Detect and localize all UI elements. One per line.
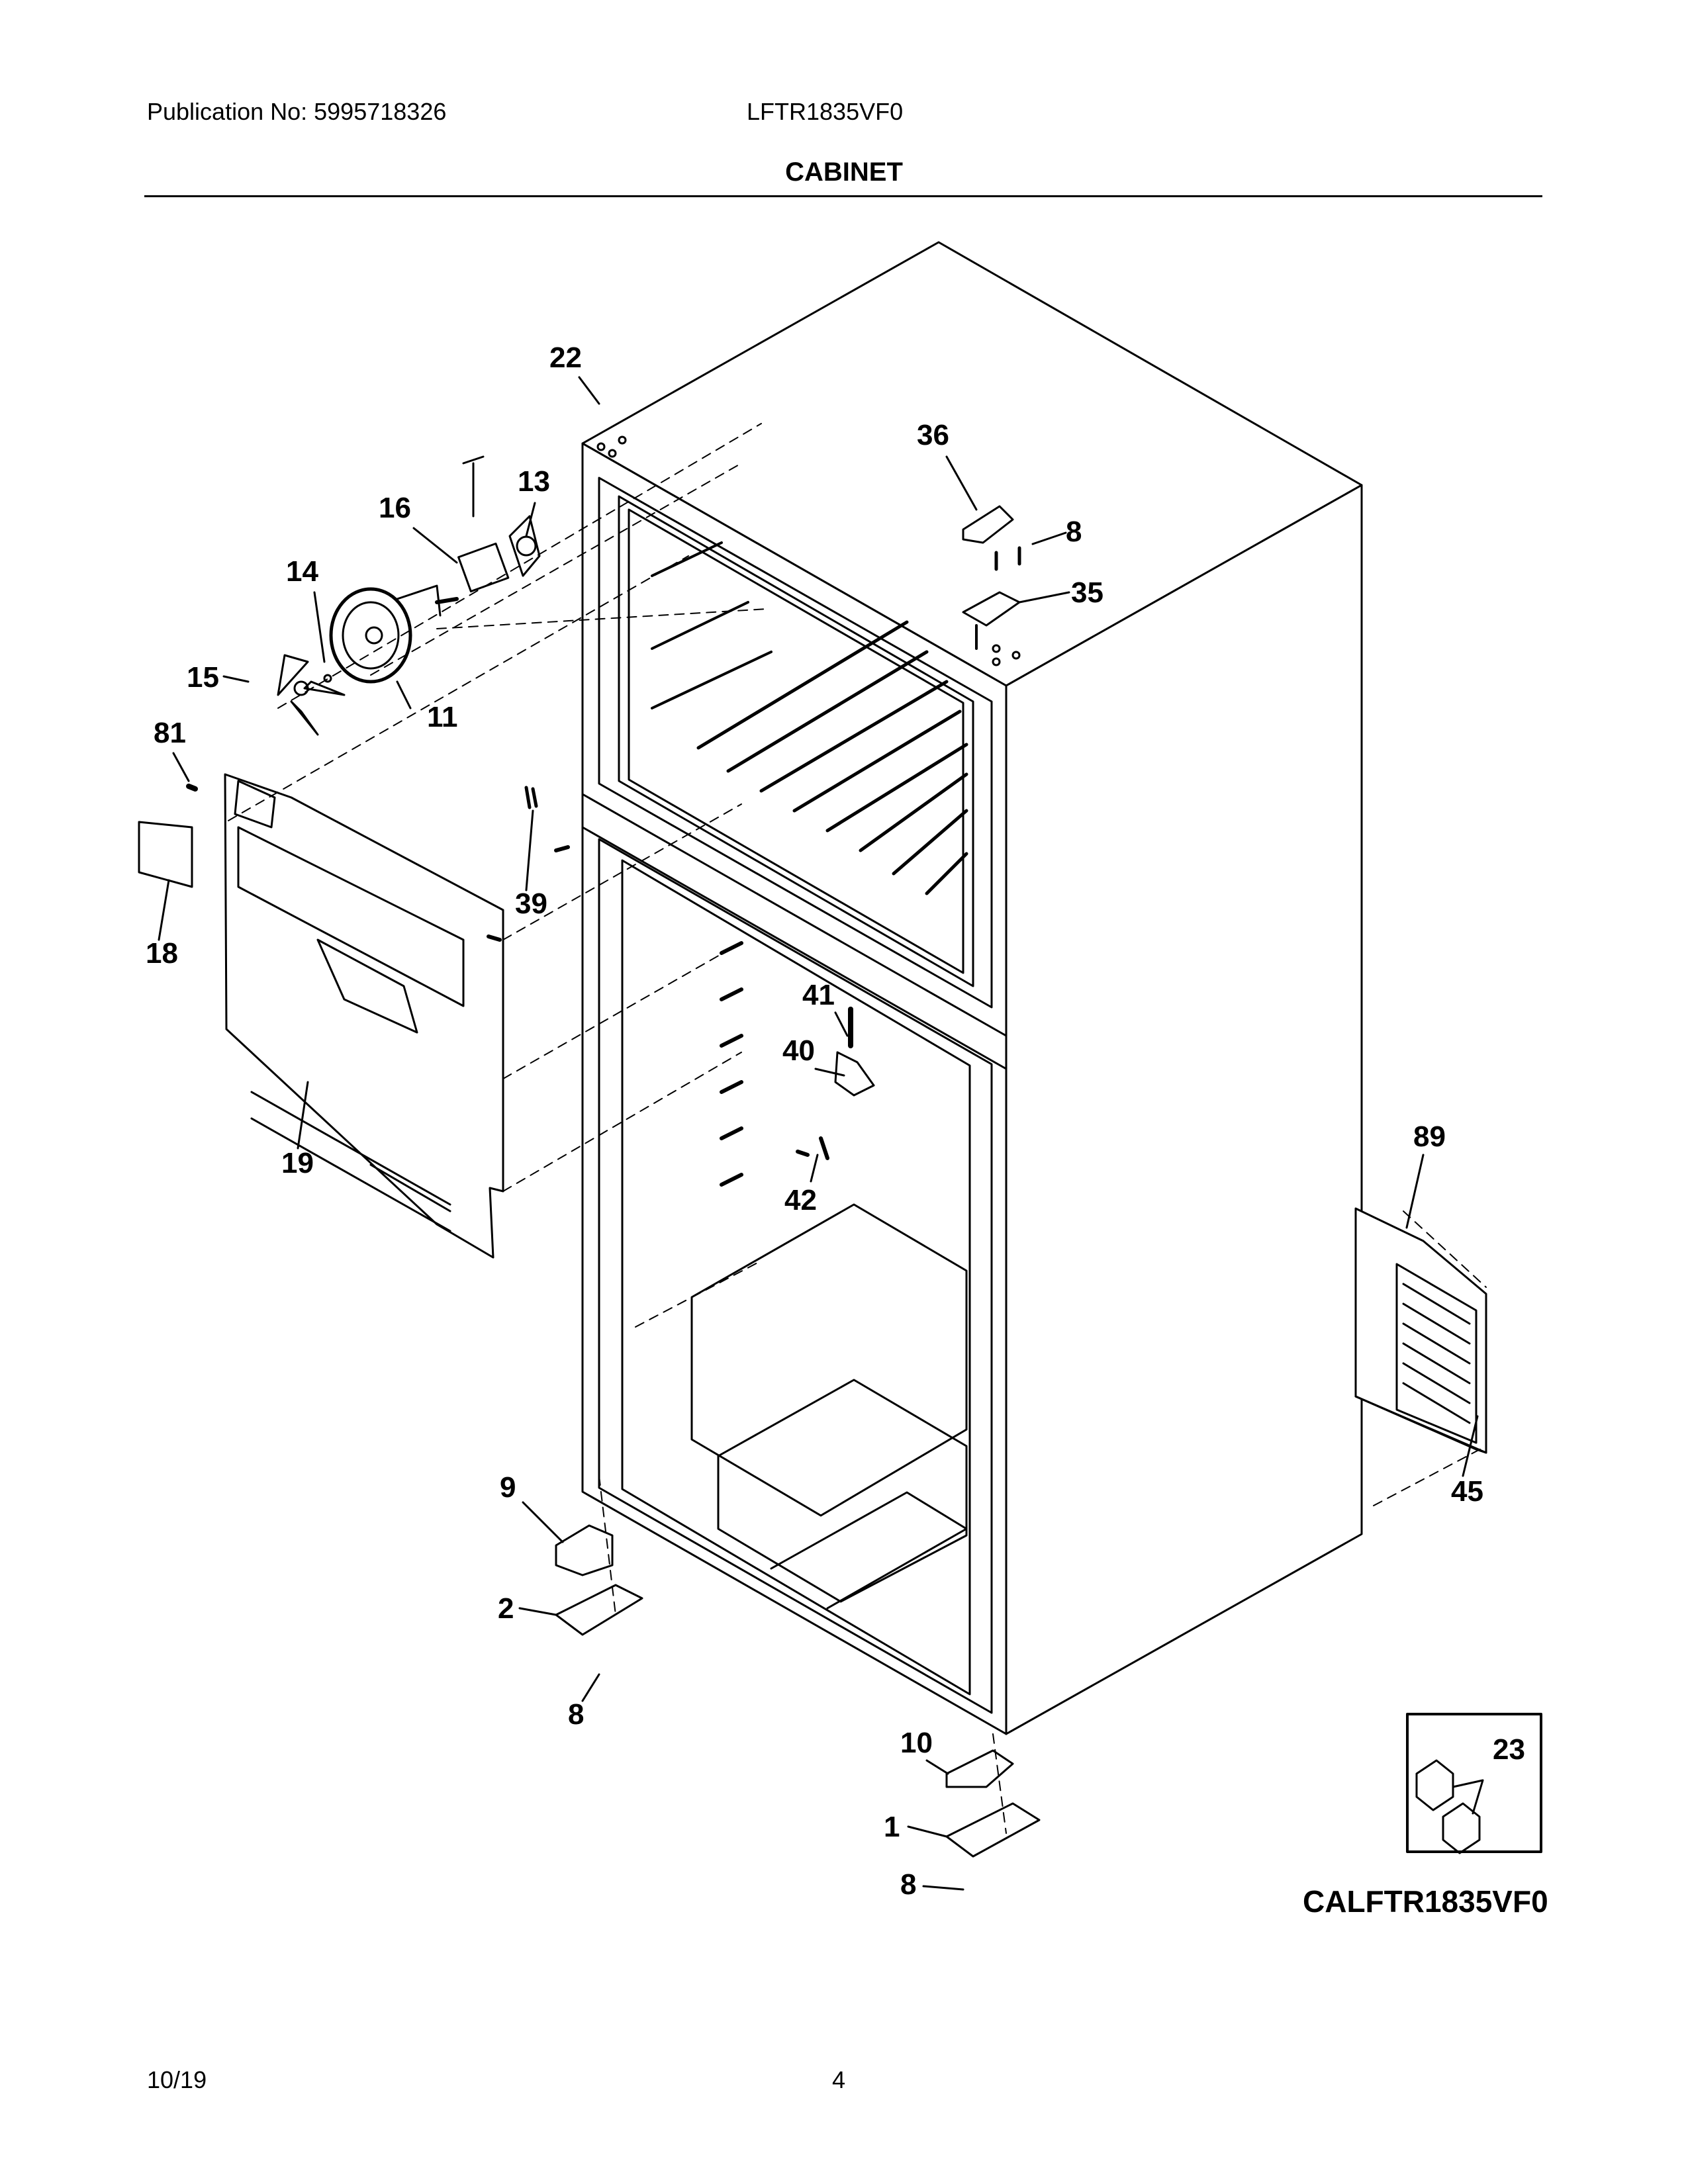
callout-label: 18 (146, 937, 178, 970)
callout-label: 41 (802, 979, 835, 1011)
callout-label: 89 (1413, 1120, 1446, 1153)
leader-lines (158, 376, 1479, 1891)
callout-label: 81 (154, 717, 186, 749)
diagram-code: CALFTR1835VF0 (1303, 1884, 1548, 1919)
callout-label: 35 (1071, 576, 1103, 609)
callout-label: 19 (281, 1147, 314, 1179)
model-number: LFTR1835VF0 (747, 98, 904, 125)
callout-label: 11 (427, 701, 458, 733)
callout-label: 1 (884, 1811, 900, 1843)
callout-label: 9 (500, 1471, 516, 1504)
callout-label: 23 (1493, 1733, 1525, 1766)
access-panel-18 (138, 821, 193, 888)
evaporator-fan-assembly (277, 455, 541, 736)
callout-label: 2 (498, 1592, 514, 1625)
machine-compartment-cover-89 (1354, 1207, 1487, 1454)
callout-label: 13 (518, 465, 550, 498)
callout-label: 36 (917, 419, 949, 451)
evaporator-cover-19 (224, 773, 504, 1259)
header-rule (144, 195, 1542, 197)
section-title: CABINET (785, 158, 903, 187)
small-parts (186, 784, 875, 1160)
callout-label: 22 (549, 341, 582, 374)
callout-label: 16 (379, 492, 411, 524)
callout-label: 45 (1451, 1475, 1483, 1508)
callout-label: 8 (900, 1868, 916, 1901)
page-number: 4 (832, 2066, 846, 2093)
assembly-guide-lines (228, 423, 1487, 1834)
callout-label: 39 (515, 887, 547, 920)
callout-label: 40 (782, 1034, 815, 1067)
part-callouts: 22 36 13 16 8 14 35 15 11 81 39 18 41 40… (146, 341, 1525, 1901)
inset-box (1406, 1713, 1542, 1854)
cabinet-body (581, 241, 1363, 1735)
publication-number: Publication No: 5995718326 (147, 98, 447, 125)
callout-label: 14 (286, 555, 318, 588)
callout-label: 8 (568, 1698, 584, 1731)
footer-date: 10/19 (147, 2066, 207, 2093)
callout-label: 8 (1066, 516, 1082, 548)
callout-label: 15 (187, 661, 219, 694)
top-hinge-parts (962, 505, 1021, 650)
callout-label: 42 (784, 1184, 817, 1216)
bottom-hinge-parts (555, 1524, 1041, 1858)
callout-label: 10 (900, 1727, 933, 1759)
